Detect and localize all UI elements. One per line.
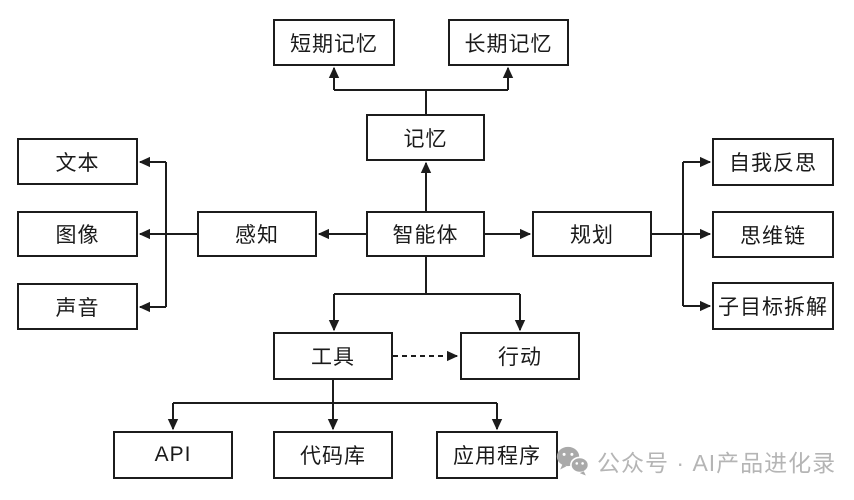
node-long-term-memory: 长期记忆 [448, 19, 569, 66]
node-short-term-memory: 短期记忆 [273, 19, 395, 66]
node-label: 子目标拆解 [718, 296, 828, 319]
node-label: 行动 [498, 346, 542, 369]
wechat-icon [556, 446, 589, 476]
edge-tools-down-split [173, 380, 497, 404]
node-label: 自我反思 [729, 152, 817, 175]
node-self-reflection: 自我反思 [712, 138, 834, 186]
node-chain-of-thought: 思维链 [712, 211, 834, 258]
node-perception: 感知 [197, 211, 317, 257]
watermark: 公众号 · AI产品进化录 [556, 444, 836, 478]
node-label: 工具 [311, 346, 355, 369]
watermark-text: 公众号 · AI产品进化录 [597, 450, 837, 476]
node-label: 图像 [55, 224, 100, 247]
edge-agent-down-split [334, 257, 520, 295]
node-memory: 记忆 [366, 114, 485, 161]
node-sound: 声音 [17, 283, 138, 330]
node-label: 思维链 [740, 224, 806, 248]
node-label: 长期记忆 [464, 32, 553, 56]
node-image: 图像 [17, 211, 138, 257]
edge-perception-split [165, 162, 197, 307]
node-label: 代码库 [300, 445, 366, 468]
node-label: API [154, 443, 192, 466]
node-label: 短期记忆 [290, 32, 378, 56]
node-label: 文本 [55, 151, 100, 175]
node-label: 智能体 [392, 224, 459, 247]
node-text: 文本 [17, 138, 138, 185]
node-label: 声音 [55, 296, 100, 320]
node-label: 规划 [570, 224, 614, 247]
edge-planning-split [652, 162, 684, 306]
node-label: 感知 [235, 224, 279, 247]
node-label: 应用程序 [453, 445, 541, 468]
node-planning: 规划 [532, 211, 652, 257]
node-code-library: 代码库 [273, 431, 393, 479]
node-api: API [113, 431, 233, 479]
node-label: 记忆 [403, 127, 448, 151]
node-applications: 应用程序 [436, 431, 558, 479]
edge-memory-split [334, 89, 508, 114]
node-subgoal-decomposition: 子目标拆解 [712, 282, 834, 330]
node-tools: 工具 [273, 332, 393, 380]
node-action: 行动 [460, 332, 580, 380]
node-agent: 智能体 [366, 211, 485, 257]
